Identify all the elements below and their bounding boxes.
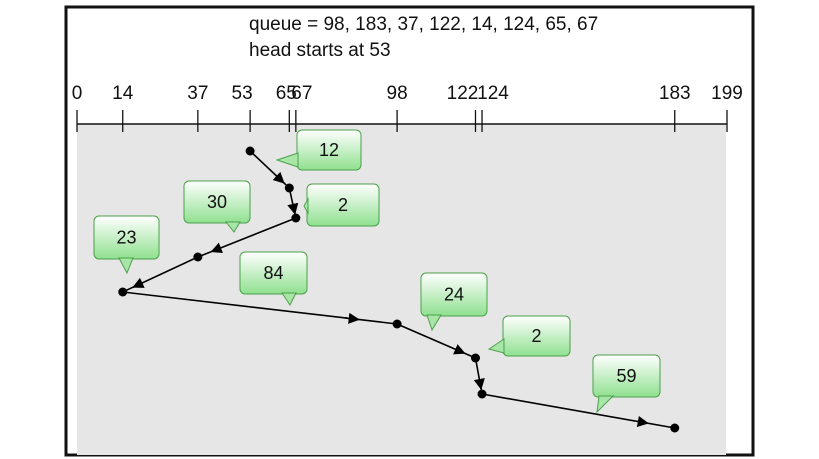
distance-bubble: 59: [592, 354, 661, 414]
request-point: [392, 319, 402, 329]
distance-bubbles: 12 2 30 23 84 24 2 59: [93, 129, 661, 414]
bubble-tail: [118, 257, 134, 275]
distance-bubble: 30: [183, 180, 251, 233]
plot-panel: [77, 124, 726, 455]
queue-text: queue = 98, 183, 37, 122, 14, 124, 65, 6…: [249, 14, 598, 35]
distance-bubble: 84: [239, 251, 308, 306]
axis-tick-label: 199: [711, 83, 743, 104]
distance-label: 23: [116, 228, 136, 248]
bubble-box: [420, 272, 488, 317]
bubble-tail: [596, 395, 615, 414]
axis-tick-label: 37: [187, 83, 208, 104]
bubble-tail: [281, 292, 297, 306]
bubble-tail: [224, 221, 241, 233]
path-arrow: [132, 277, 145, 288]
bubble-box: [239, 251, 308, 295]
distance-label: 59: [616, 366, 636, 386]
request-point: [245, 146, 255, 156]
distance-bubble: 24: [420, 272, 488, 332]
axis-tick-label: 98: [387, 83, 408, 104]
request-point: [118, 287, 128, 297]
distance-label: 30: [207, 192, 227, 212]
axis-tick-label: 183: [659, 83, 691, 104]
distance-bubble: 2: [303, 183, 380, 227]
axis-tick-label: 67: [291, 83, 312, 104]
axis-tick-label: 65: [276, 83, 297, 104]
bubble-tail: [487, 338, 505, 354]
axis-tick-label: 53: [232, 83, 253, 104]
path-arrow: [453, 344, 466, 355]
request-point: [477, 389, 487, 399]
head-start-text: head starts at 53: [249, 40, 391, 61]
bubble-box: [183, 180, 251, 224]
distance-bubble: 2: [487, 315, 571, 357]
bubble-tail: [275, 152, 299, 168]
bubble-box: [502, 315, 571, 357]
axis-tick-label: 122: [447, 83, 479, 104]
path-arrow: [210, 242, 224, 254]
axis-tick-label: 14: [112, 83, 134, 104]
axis-tick-label: 124: [477, 83, 509, 104]
bubble-tail: [426, 314, 442, 332]
path-arrow: [636, 415, 649, 428]
request-point: [291, 213, 301, 223]
request-point: [470, 353, 480, 363]
path-arrow: [272, 171, 285, 184]
distance-label: 12: [319, 140, 339, 160]
distance-label: 24: [444, 285, 464, 305]
request-point: [284, 183, 294, 193]
head-movement-path: [118, 146, 680, 433]
path-arrow: [344, 312, 360, 324]
bubble-tail: [303, 197, 309, 215]
distance-bubble: 23: [93, 215, 160, 275]
request-point: [193, 252, 203, 262]
distance-label: 84: [263, 263, 283, 283]
bubble-box: [592, 354, 661, 398]
distance-bubble: 12: [275, 129, 362, 171]
distance-label: 2: [531, 326, 541, 346]
distance-label: 2: [338, 195, 348, 215]
axis-tick-label: 0: [72, 83, 83, 104]
bubble-box: [296, 129, 362, 171]
request-point: [670, 423, 680, 433]
